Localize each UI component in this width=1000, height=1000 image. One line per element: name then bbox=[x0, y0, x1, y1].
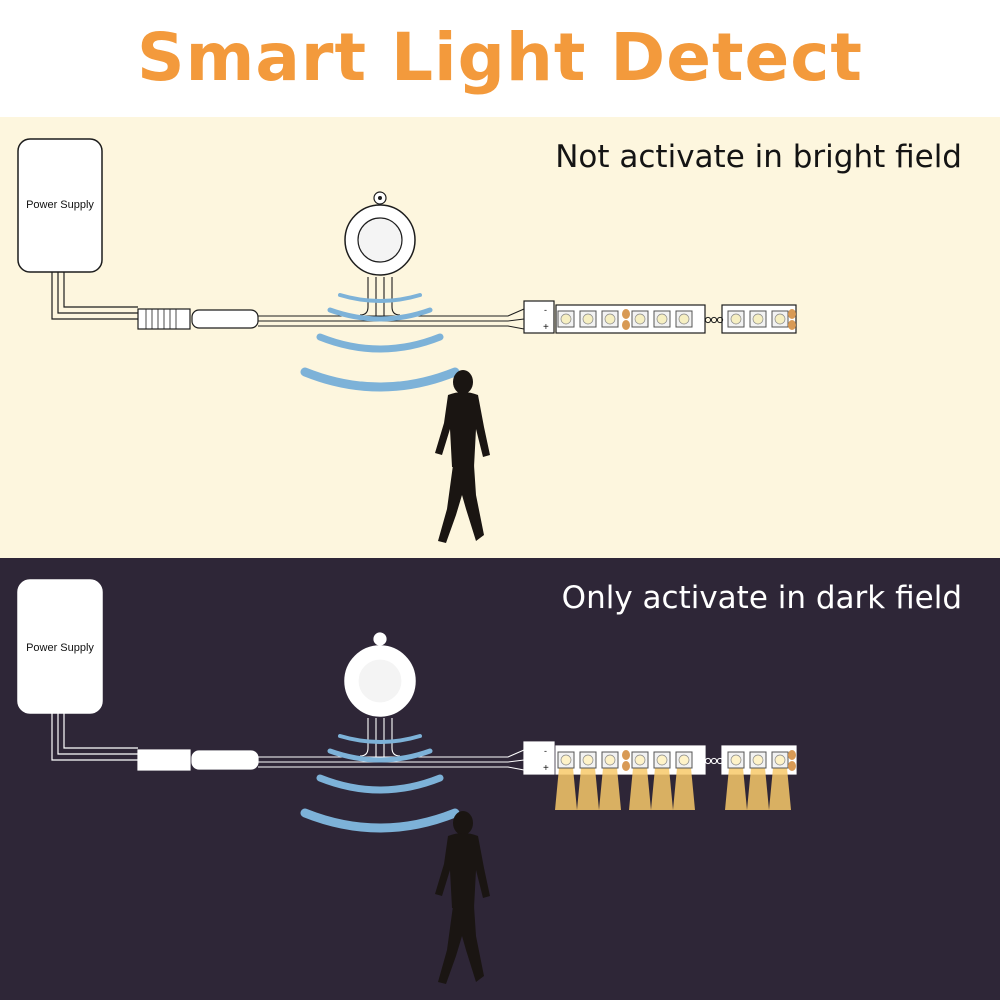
power-supply-box bbox=[17, 138, 103, 273]
resistor bbox=[622, 750, 630, 760]
detection-waves bbox=[300, 734, 460, 833]
wave-arc bbox=[316, 333, 444, 353]
svg-text:-: - bbox=[544, 746, 547, 756]
resistor bbox=[788, 761, 796, 771]
person-torso bbox=[435, 392, 490, 467]
led-glow bbox=[769, 768, 791, 810]
person-legs bbox=[438, 465, 484, 543]
svg-text:+: + bbox=[543, 763, 549, 774]
person-torso bbox=[435, 833, 490, 908]
sensor-lens bbox=[357, 217, 403, 263]
page-title: Smart Light Detect bbox=[137, 19, 863, 96]
led-glow bbox=[725, 768, 747, 810]
led-glow bbox=[555, 768, 577, 810]
detection-waves bbox=[300, 293, 460, 392]
strip-break-dots bbox=[704, 757, 724, 765]
dark-field-caption: Only activate in dark field bbox=[561, 580, 962, 616]
light-sensor bbox=[344, 191, 416, 276]
led-strip bbox=[555, 745, 797, 810]
dc-connector bbox=[137, 749, 259, 771]
power-supply-box bbox=[17, 579, 103, 714]
wave-arc bbox=[300, 367, 460, 392]
svg-text:+: + bbox=[543, 322, 549, 333]
wave-arc bbox=[338, 293, 422, 303]
led-glow bbox=[747, 768, 769, 810]
bright-field-caption: Not activate in bright field bbox=[555, 139, 962, 175]
person-head bbox=[453, 811, 473, 835]
wave-arc bbox=[327, 307, 433, 322]
resistor bbox=[788, 320, 796, 330]
light-sensor bbox=[344, 632, 416, 717]
strip-break-dots bbox=[704, 316, 724, 324]
person-legs bbox=[438, 906, 484, 984]
svg-text:-: - bbox=[544, 305, 547, 315]
resistor bbox=[788, 750, 796, 760]
dc-connector bbox=[137, 308, 259, 330]
led-glow bbox=[577, 768, 599, 810]
power-cable bbox=[51, 272, 138, 320]
wiring-diagram: -+ bbox=[17, 138, 797, 543]
power-supply-label: Power Supply bbox=[26, 642, 94, 654]
resistor bbox=[788, 309, 796, 319]
person-silhouette bbox=[435, 811, 490, 984]
sensor-lead bbox=[359, 718, 401, 758]
led-strip bbox=[555, 304, 797, 334]
led-glow bbox=[629, 768, 651, 810]
resistor bbox=[622, 309, 630, 319]
led-glow bbox=[673, 768, 695, 810]
wave-arc bbox=[316, 774, 444, 794]
resistor bbox=[622, 761, 630, 771]
power-cable bbox=[51, 713, 138, 761]
wave-arc bbox=[300, 808, 460, 833]
bright-field-panel: -+ Not activate in bright field Power Su… bbox=[0, 117, 1000, 558]
strip-connector: -+ bbox=[523, 300, 555, 334]
dark-field-panel: -+ Only activate in dark field Power Sup… bbox=[0, 558, 1000, 1000]
strip-connector: -+ bbox=[523, 741, 555, 775]
power-supply-label: Power Supply bbox=[26, 199, 94, 211]
wiring-diagram: -+ bbox=[17, 579, 797, 984]
led-glow bbox=[651, 768, 673, 810]
sensor-lens bbox=[357, 658, 403, 704]
person-silhouette bbox=[435, 370, 490, 543]
wave-arc bbox=[327, 748, 433, 763]
sensor-lead bbox=[359, 277, 401, 317]
wave-arc bbox=[338, 734, 422, 744]
person-head bbox=[453, 370, 473, 394]
resistor bbox=[622, 320, 630, 330]
led-glow bbox=[599, 768, 621, 810]
